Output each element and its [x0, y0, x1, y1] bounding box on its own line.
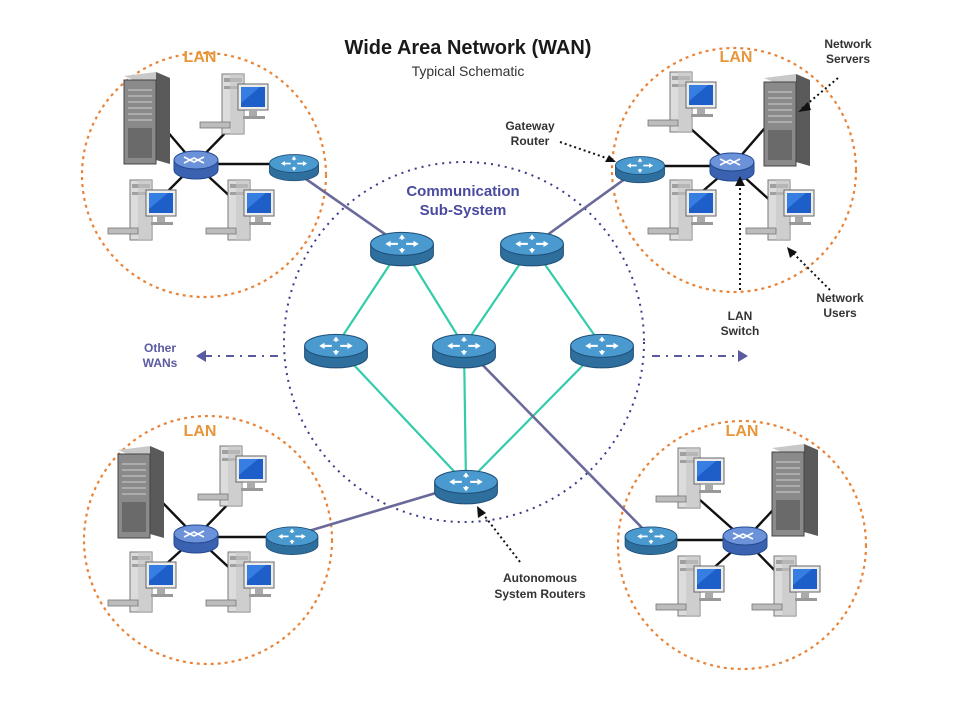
router-icon: [303, 333, 369, 369]
server-icon: [763, 73, 811, 167]
workstation-icon: [107, 179, 177, 241]
workstation-icon: [647, 71, 717, 133]
other-wans-arrow-left: [196, 350, 278, 362]
gateway-router-label-line2: Router: [511, 134, 550, 148]
network-servers-label-line2: Servers: [826, 52, 870, 66]
lan-switch-icon: [173, 150, 219, 180]
workstation-icon: [199, 73, 269, 135]
callout-arrowheads: [477, 102, 811, 518]
lan-ring-top-right: [610, 46, 858, 294]
router-icon: [614, 155, 666, 184]
comm-subsystem-label-line1: Communication: [406, 183, 519, 200]
network-users-label-line1: Network: [816, 291, 864, 305]
router-icon: [265, 526, 319, 556]
router-icon: [433, 469, 499, 505]
router-icon: [431, 333, 497, 369]
network-users-label-line2: Users: [823, 306, 857, 320]
lan-label-bottom-left: LAN: [184, 423, 217, 440]
lan-switch-label-line2: Switch: [721, 324, 760, 338]
lan-switch-icon: [173, 524, 219, 554]
workstation-icon: [655, 447, 725, 509]
lan-switch-icon: [709, 152, 755, 182]
workstation-icon: [107, 551, 177, 613]
server-icon: [123, 71, 171, 165]
router-icon: [624, 526, 678, 556]
lan-ring-bottom-right: [616, 419, 868, 671]
autonomous-routers-label-line1: Autonomous: [503, 571, 577, 585]
workstation-icon: [205, 179, 275, 241]
comm-subsystem-label-line2: Sub-System: [420, 202, 507, 219]
other-wans-label-line1: Other: [144, 341, 176, 355]
autonomous-routers-label-line2: System Routers: [494, 587, 586, 601]
workstation-icon: [751, 555, 821, 617]
lan-label-top-right: LAN: [720, 49, 753, 66]
lan-label-bottom-right: LAN: [726, 423, 759, 440]
workstation-icon: [655, 555, 725, 617]
gateway-router-label-line1: Gateway: [505, 119, 555, 133]
workstation-icon: [197, 445, 267, 507]
comm-subsystem-ring: [283, 161, 645, 523]
diagram-subtitle: Typical Schematic: [412, 63, 525, 79]
lan-ring-bottom-left: [82, 414, 334, 666]
lan-label-top-left: LAN: [184, 49, 217, 66]
lan-switch-label-line1: LAN: [728, 309, 753, 323]
lan-ring-top-left: [80, 51, 328, 299]
diagram-title: Wide Area Network (WAN): [345, 37, 592, 59]
workstation-icon: [205, 551, 275, 613]
router-icon: [499, 231, 565, 267]
router-icon: [369, 231, 435, 267]
router-icon: [268, 153, 320, 182]
server-icon: [117, 445, 165, 539]
lan-switch-icon: [722, 526, 768, 556]
other-wans-arrow-right: [652, 350, 748, 362]
network-servers-label-line1: Network: [824, 37, 872, 51]
other-wans-label-line2: WANs: [143, 356, 178, 370]
router-icon: [569, 333, 635, 369]
server-icon: [771, 443, 819, 537]
